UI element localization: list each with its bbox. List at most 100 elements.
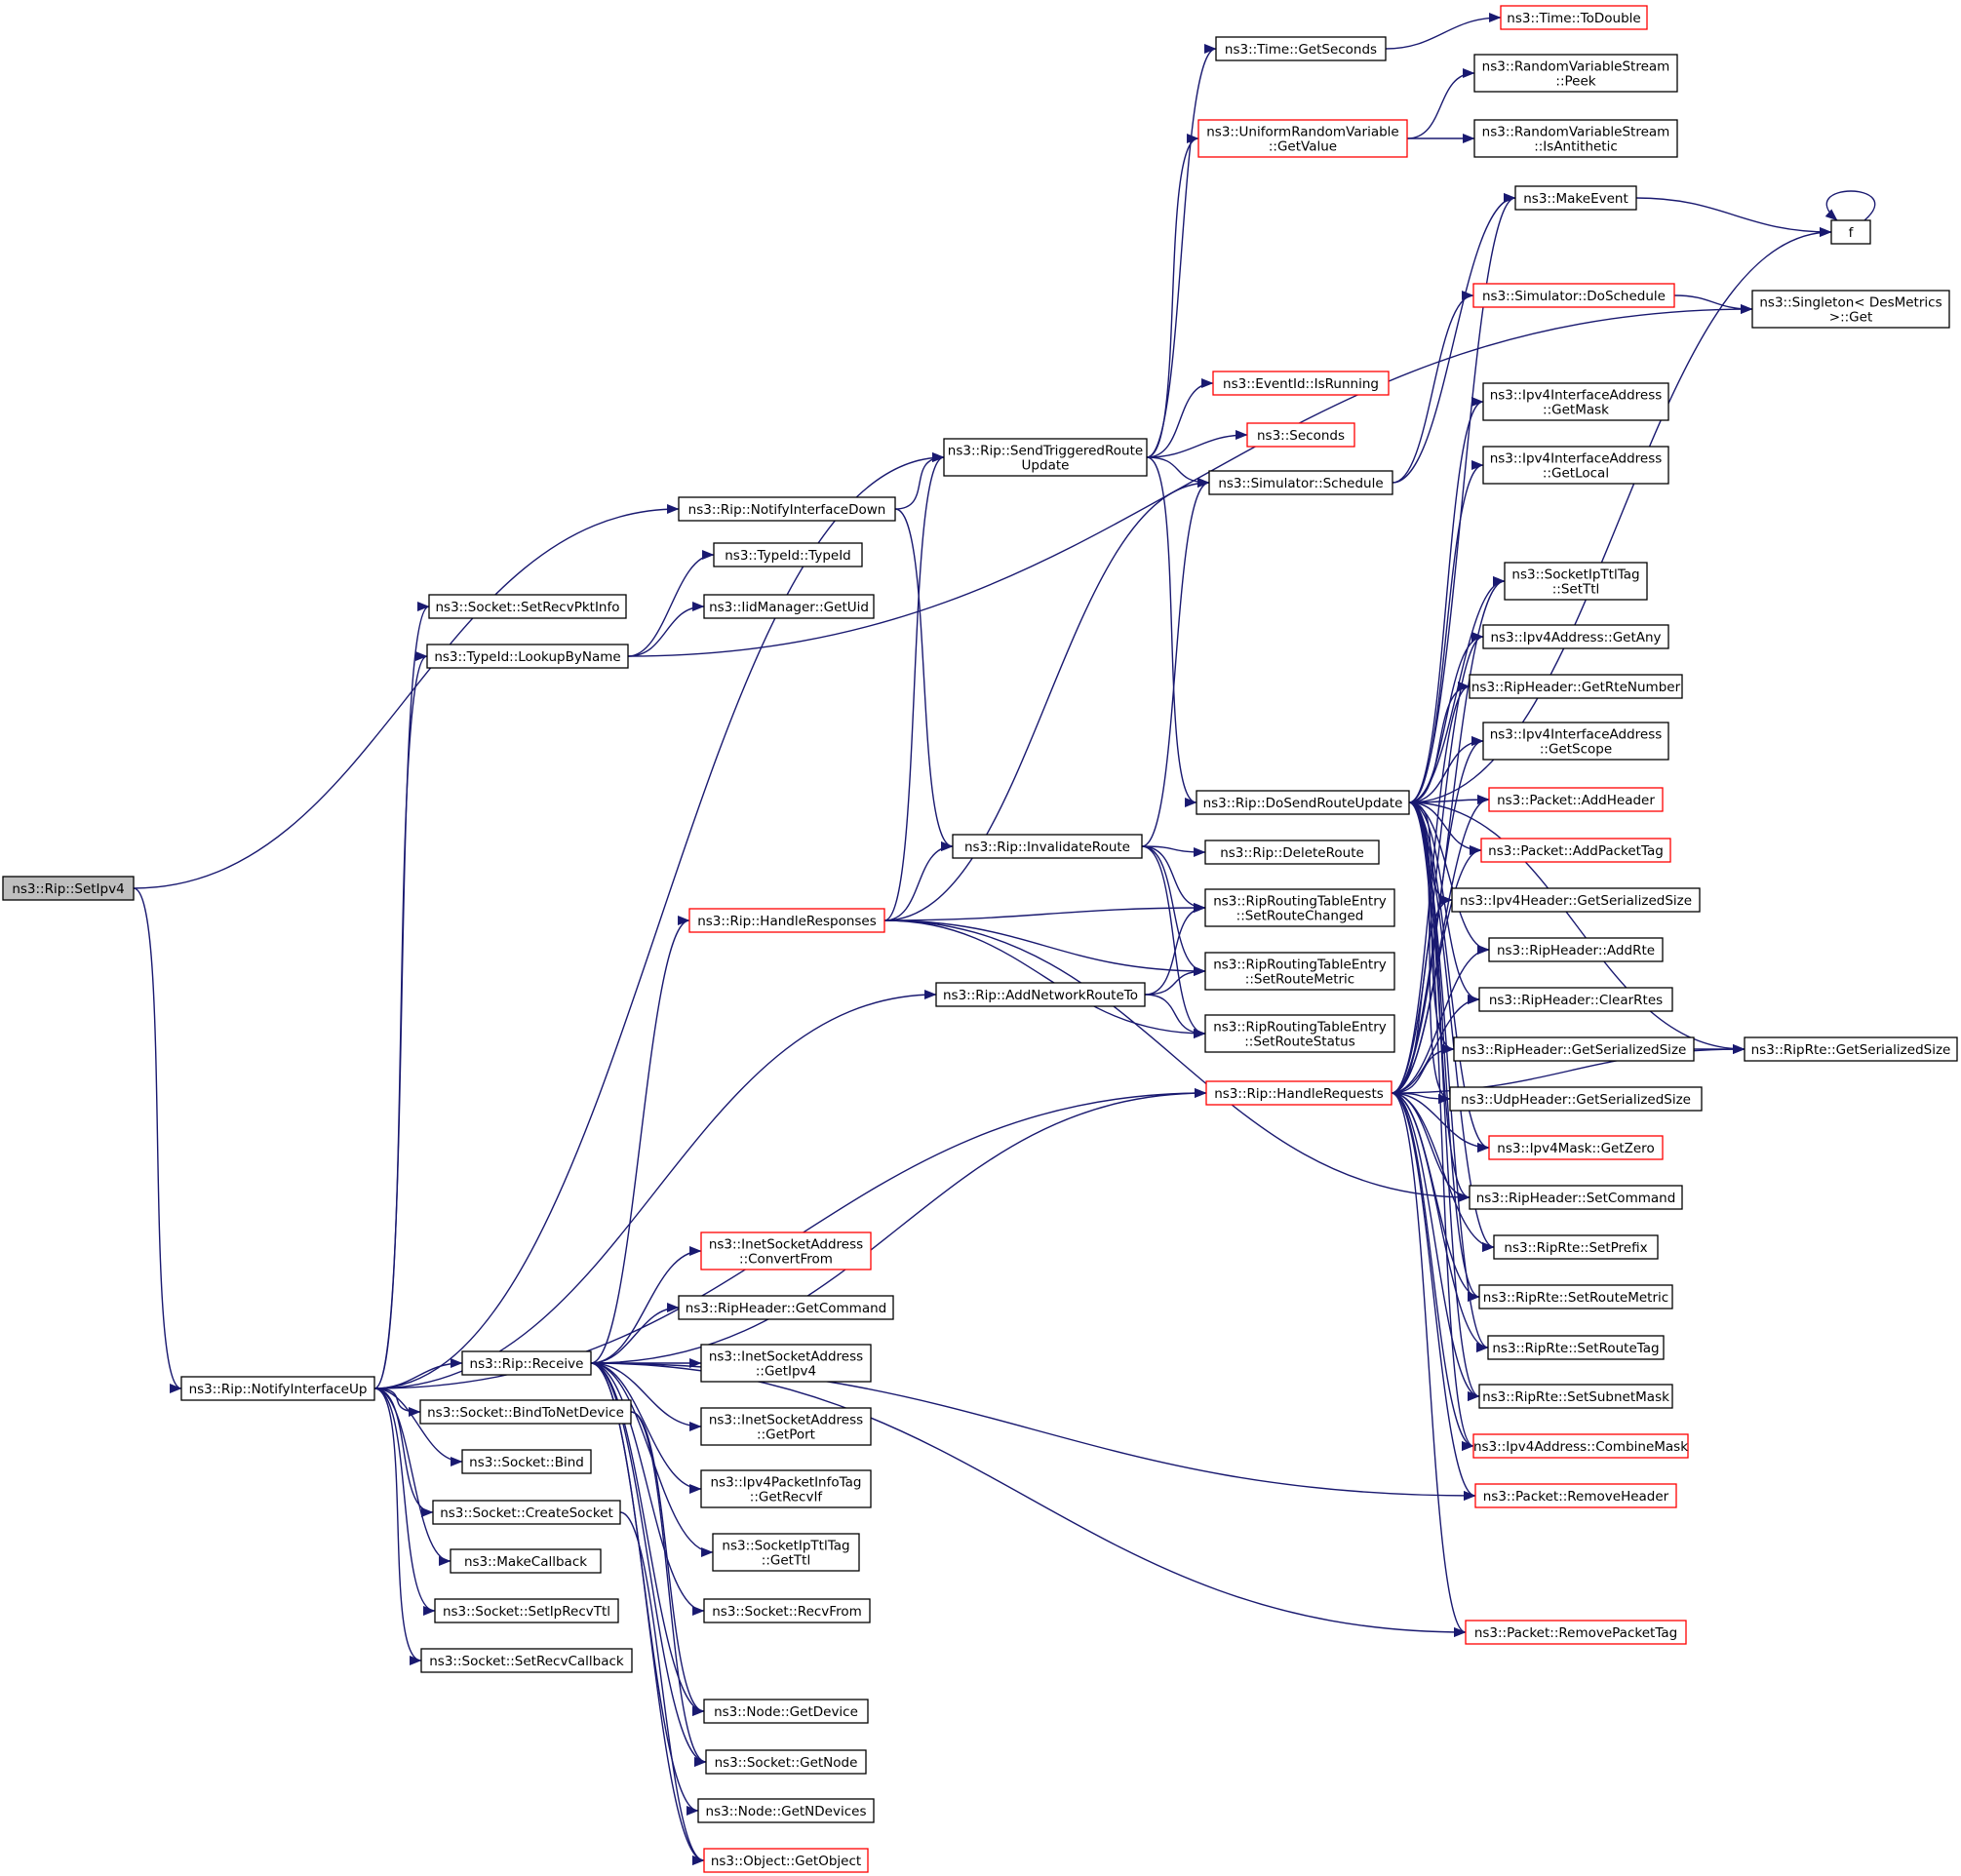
node-seconds[interactable]: ns3::Seconds	[1246, 422, 1355, 448]
node-singleton-get[interactable]: ns3::Singleton< DesMetrics >::Get	[1751, 290, 1950, 329]
node-create-socket[interactable]: ns3::Socket::CreateSocket	[432, 1500, 621, 1525]
node-box[interactable]	[678, 1295, 894, 1320]
node-set-ipv4[interactable]: ns3::Rip::SetIpv4	[2, 876, 135, 901]
node-get-recv-if[interactable]: ns3::Ipv4PacketInfoTag::GetRecvIf	[700, 1469, 872, 1508]
node-schedule[interactable]: ns3::Simulator::Schedule	[1208, 470, 1393, 495]
node-box[interactable]	[1514, 185, 1637, 211]
node-set-prefix[interactable]: ns3::RipRte::SetPrefix	[1493, 1234, 1659, 1260]
node-box[interactable]	[703, 1848, 869, 1873]
node-box[interactable]	[1473, 119, 1678, 158]
node-inet-get-port[interactable]: ns3::InetSocketAddress::GetPort	[700, 1407, 872, 1446]
node-handle-responses[interactable]: ns3::Rip::HandleResponses	[688, 908, 885, 933]
node-box[interactable]	[703, 1598, 871, 1623]
node-box[interactable]	[1482, 624, 1669, 649]
node-box[interactable]	[450, 1548, 602, 1574]
node-box[interactable]	[943, 438, 1148, 477]
node-receive[interactable]: ns3::Rip::Receive	[461, 1350, 592, 1376]
node-box[interactable]	[434, 1598, 619, 1623]
node-get-ndevices[interactable]: ns3::Node::GetNDevices	[697, 1798, 875, 1823]
node-box[interactable]	[1474, 1483, 1677, 1508]
node-do-schedule[interactable]: ns3::Simulator::DoSchedule	[1472, 283, 1675, 308]
node-handle-requests[interactable]: ns3::Rip::HandleRequests	[1205, 1080, 1392, 1106]
node-convert-from[interactable]: ns3::InetSocketAddress::ConvertFrom	[700, 1231, 872, 1270]
node-box[interactable]	[1465, 1620, 1687, 1645]
node-set-ttl[interactable]: ns3::SocketIpTtlTag::SetTtl	[1504, 562, 1648, 601]
node-notify-interface-down[interactable]: ns3::Rip::NotifyInterfaceDown	[678, 496, 896, 522]
node-box[interactable]	[1204, 888, 1395, 927]
node-time-get-seconds[interactable]: ns3::Time::GetSeconds	[1215, 36, 1387, 61]
node-box[interactable]	[1500, 5, 1648, 30]
node-box[interactable]	[420, 1648, 633, 1673]
node-get-rte-number[interactable]: ns3::RipHeader::GetRteNumber	[1469, 674, 1683, 699]
node-box[interactable]	[1208, 470, 1393, 495]
node-add-network-route-to[interactable]: ns3::Rip::AddNetworkRouteTo	[935, 982, 1146, 1007]
node-entry-set-route-metric[interactable]: ns3::RipRoutingTableEntry::SetRouteMetri…	[1204, 952, 1395, 991]
node-clear-rtes[interactable]: ns3::RipHeader::ClearRtes	[1478, 987, 1673, 1012]
node-time-to-double[interactable]: ns3::Time::ToDouble	[1500, 5, 1648, 30]
node-type-id-type-id[interactable]: ns3::TypeId::TypeId	[713, 542, 863, 567]
node-make-callback[interactable]: ns3::MakeCallback	[450, 1548, 602, 1574]
node-get-ttl[interactable]: ns3::SocketIpTtlTag::GetTtl	[712, 1533, 860, 1572]
node-box[interactable]	[1246, 422, 1355, 448]
node-lookup-by-name[interactable]: ns3::TypeId::LookupByName	[426, 644, 629, 669]
node-box[interactable]	[1493, 1234, 1659, 1260]
node-set-route-status[interactable]: ns3::RipRoutingTableEntry::SetRouteStatu…	[1204, 1014, 1395, 1053]
node-node-get-device[interactable]: ns3::Node::GetDevice	[703, 1699, 869, 1724]
node-box[interactable]	[432, 1500, 621, 1525]
node-rvsis-antithetic[interactable]: ns3::RandomVariableStream::IsAntithetic	[1473, 119, 1678, 158]
node-box[interactable]	[461, 1449, 592, 1474]
node-box[interactable]	[1478, 1284, 1673, 1309]
node-get-any[interactable]: ns3::Ipv4Address::GetAny	[1482, 624, 1669, 649]
node-box[interactable]	[1197, 119, 1408, 158]
node-set-subnet-mask[interactable]: ns3::RipRte::SetSubnetMask	[1478, 1384, 1673, 1409]
node-add-packet-tag[interactable]: ns3::Packet::AddPacketTag	[1480, 838, 1671, 863]
node-iface-get-mask[interactable]: ns3::Ipv4InterfaceAddress::GetMask	[1482, 382, 1669, 421]
node-box[interactable]	[1212, 371, 1390, 396]
node-box[interactable]	[1473, 54, 1678, 93]
node-combine-mask[interactable]: ns3::Ipv4Address::CombineMask	[1472, 1433, 1689, 1459]
node-box[interactable]	[1504, 562, 1648, 601]
node-is-running[interactable]: ns3::EventId::IsRunning	[1212, 371, 1390, 396]
node-box[interactable]	[705, 1749, 867, 1775]
node-bind[interactable]: ns3::Socket::Bind	[461, 1449, 592, 1474]
node-ipv4hdr-size[interactable]: ns3::Ipv4Header::GetSerializedSize	[1451, 887, 1701, 913]
node-set-route-tag[interactable]: ns3::RipRte::SetRouteTag	[1487, 1335, 1665, 1360]
node-box[interactable]	[688, 908, 885, 933]
node-box[interactable]	[713, 542, 863, 567]
node-box[interactable]	[419, 1399, 632, 1425]
node-box[interactable]	[2, 876, 135, 901]
node-box[interactable]	[1204, 840, 1380, 865]
node-socket-get-node[interactable]: ns3::Socket::GetNode	[705, 1749, 867, 1775]
node-box[interactable]	[700, 1344, 872, 1383]
node-get-command[interactable]: ns3::RipHeader::GetCommand	[678, 1295, 894, 1320]
node-box[interactable]	[700, 1469, 872, 1508]
node-box[interactable]	[1196, 790, 1410, 815]
node-box[interactable]	[1488, 787, 1664, 812]
node-bind-to-net-device[interactable]: ns3::Socket::BindToNetDevice	[419, 1399, 632, 1425]
node-box[interactable]	[703, 1699, 869, 1724]
node-box[interactable]	[703, 594, 875, 619]
node-box[interactable]	[1478, 987, 1673, 1012]
node-iface-get-scope[interactable]: ns3::Ipv4InterfaceAddress::GetScope	[1482, 722, 1669, 761]
node-box[interactable]	[1482, 382, 1669, 421]
node-add-rte[interactable]: ns3::RipHeader::AddRte	[1488, 937, 1664, 962]
node-urvget-value[interactable]: ns3::UniformRandomVariable::GetValue	[1197, 119, 1408, 158]
node-recv-from[interactable]: ns3::Socket::RecvFrom	[703, 1598, 871, 1623]
node-set-recv-callback[interactable]: ns3::Socket::SetRecvCallback	[420, 1648, 633, 1673]
node-box[interactable]	[1482, 722, 1669, 761]
node-box[interactable]	[1830, 219, 1871, 245]
node-get-zero[interactable]: ns3::Ipv4Mask::GetZero	[1488, 1135, 1664, 1160]
node-box[interactable]	[1751, 290, 1950, 329]
node-udp-hdr-size[interactable]: ns3::UdpHeader::GetSerializedSize	[1449, 1086, 1703, 1112]
node-box[interactable]	[1204, 952, 1395, 991]
node-box[interactable]	[1453, 1036, 1695, 1062]
node-iface-get-local[interactable]: ns3::Ipv4InterfaceAddress::GetLocal	[1482, 446, 1669, 485]
node-box[interactable]	[1744, 1036, 1958, 1062]
node-inet-get-ipv4[interactable]: ns3::InetSocketAddress::GetIpv4	[700, 1344, 872, 1383]
node-box[interactable]	[712, 1533, 860, 1572]
node-set-command[interactable]: ns3::RipHeader::SetCommand	[1469, 1185, 1683, 1210]
node-box[interactable]	[952, 834, 1143, 859]
node-box[interactable]	[461, 1350, 592, 1376]
node-set-ip-recv-ttl[interactable]: ns3::Socket::SetIpRecvTtl	[434, 1598, 619, 1623]
